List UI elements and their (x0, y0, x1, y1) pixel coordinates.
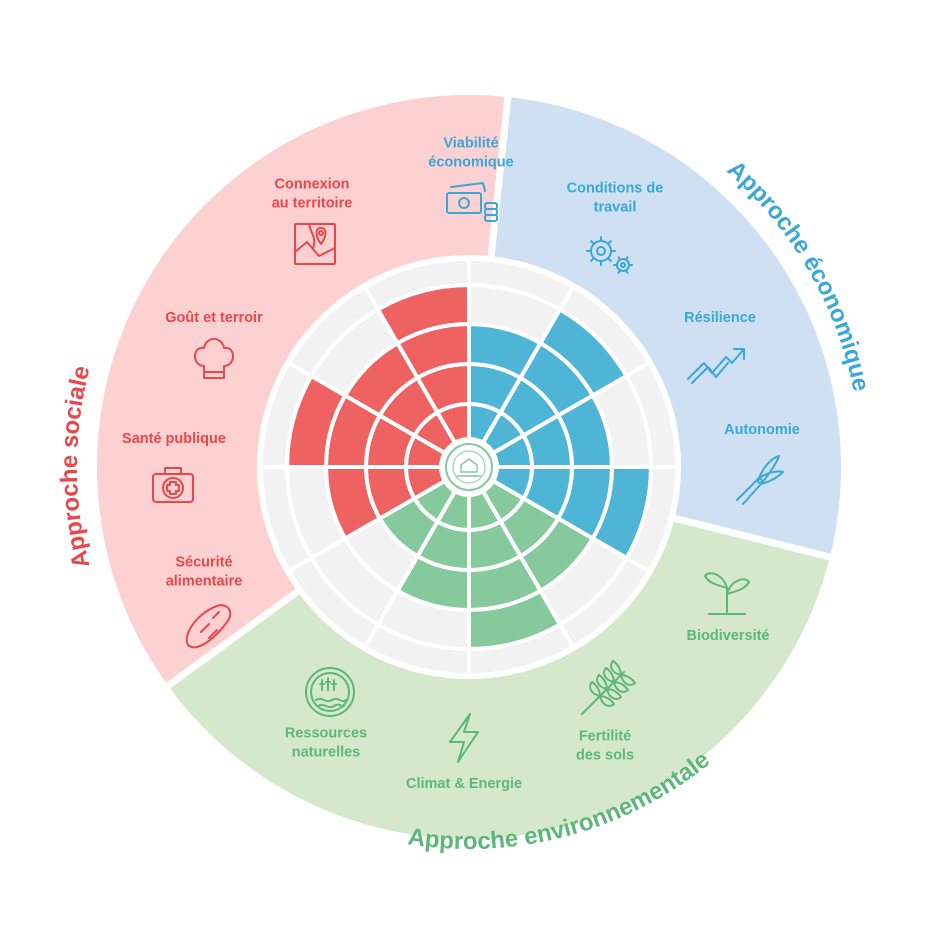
map-pin-icon (294, 223, 336, 265)
criterion-label-connexion: Connexion au territoire (272, 177, 353, 212)
logo-inner-ring (452, 450, 486, 484)
criterion-label-line: Viabilité (443, 136, 498, 152)
chef-hat-icon (194, 338, 234, 379)
criterion-label-ressources: Ressources naturelles (285, 726, 367, 761)
criterion-label-resilience: Résilience (684, 310, 756, 326)
logo-ring (445, 443, 493, 491)
pruning-shears-icon (736, 455, 784, 505)
money-icon (446, 182, 498, 222)
criterion-label-sante: Santé publique (122, 431, 226, 447)
logo-disc (441, 439, 497, 495)
criterion-label-line: Résilience (684, 310, 756, 326)
criterion-label-line: Fertilité (579, 729, 631, 745)
criterion-label-line: Connexion (275, 177, 350, 193)
gears-icon (586, 236, 633, 274)
criterion-label-line: Goût et terroir (165, 310, 263, 326)
criterion-label-line: au territoire (272, 196, 353, 212)
criterion-label-line: Ressources (285, 726, 367, 742)
criterion-label-autonomie: Autonomie (724, 422, 800, 438)
criterion-label-line: Autonomie (724, 422, 800, 438)
criterion-label-line: Sécurité (175, 555, 232, 571)
criterion-label-line: naturelles (292, 745, 361, 761)
criterion-label-line: Biodiversité (687, 628, 770, 644)
lightning-icon (449, 713, 479, 763)
criterion-label-line: alimentaire (166, 574, 243, 590)
criterion-label-biodiversite: Biodiversité (687, 628, 770, 644)
criterion-label-line: des sols (576, 748, 634, 764)
water-icon (305, 667, 355, 717)
trend-up-icon (687, 348, 745, 384)
score-wheel (257, 255, 681, 679)
criterion-label-gout: Goût et terroir (165, 310, 263, 326)
approach-title-social: Approche sociale (56, 363, 96, 571)
medical-kit-icon (152, 467, 194, 503)
criterion-label-climat: Climat & Energie (406, 776, 522, 792)
center-logo (441, 439, 497, 495)
criterion-label-fertilite: Fertilité des sols (576, 729, 634, 764)
sprout-icon (704, 572, 750, 615)
criterion-label-conditions: Conditions de travail (567, 181, 664, 216)
criterion-label-line: économique (428, 155, 513, 171)
score-cell-connexion-5 (363, 257, 471, 312)
criterion-label-line: Climat & Energie (406, 776, 522, 792)
criterion-label-securite: Sécurité alimentaire (166, 555, 243, 590)
bread-icon (185, 604, 232, 649)
approach-title-text: Approche sociale (56, 363, 96, 571)
criterion-label-line: travail (594, 200, 637, 216)
criteria-icons (152, 182, 784, 763)
wheat-icon (581, 660, 636, 715)
criterion-label-viabilite: Viabilité économique (428, 136, 513, 171)
criterion-label-line: Conditions de (567, 181, 664, 197)
criterion-label-line: Santé publique (122, 431, 226, 447)
farm-icon (460, 458, 478, 473)
